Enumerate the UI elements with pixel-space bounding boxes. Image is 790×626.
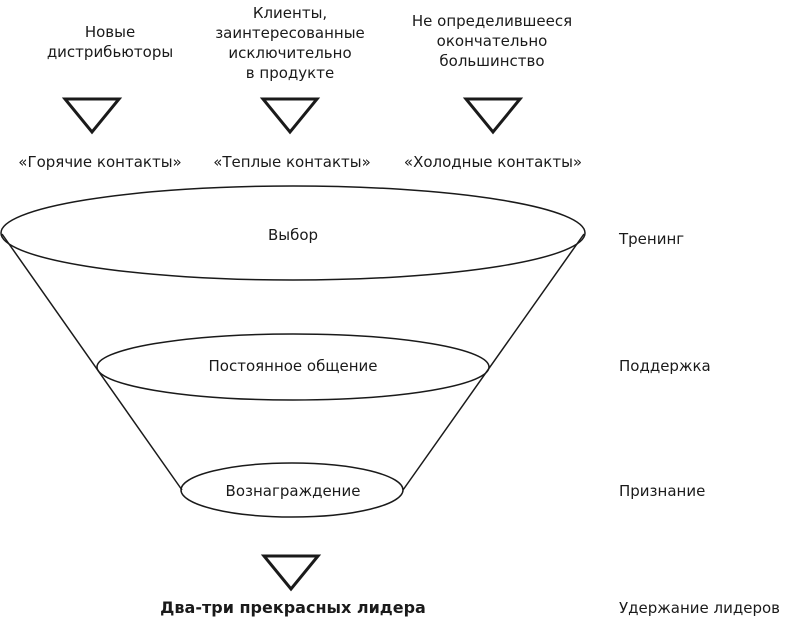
result-arrow (260, 554, 322, 592)
funnel-right-edge (402, 233, 585, 491)
funnel-level-reward: Вознаграждение (225, 482, 361, 500)
funnel-top-ellipse (0, 185, 586, 281)
contact-label-warm: «Теплые контакты» (213, 153, 371, 171)
source-arrow-1 (61, 97, 123, 135)
funnel-bottom-ellipse (180, 462, 404, 518)
contact-label-cold: «Холодные контакты» (403, 153, 583, 171)
source-label-product-clients: Клиенты, заинтересованные исключительно … (215, 4, 365, 82)
funnel-level-selection: Выбор (267, 226, 319, 244)
side-label-support: Поддержка (619, 357, 711, 375)
side-label-recognition: Признание (619, 482, 706, 500)
result-label-leaders: Два-три прекрасных лидера (160, 598, 426, 617)
funnel-middle-ellipse (96, 333, 490, 401)
funnel-left-edge (1, 233, 183, 491)
source-arrow-2 (259, 97, 321, 135)
side-label-training: Тренинг (619, 230, 685, 248)
source-label-new-distributors: Новые дистрибьюторы (46, 23, 174, 61)
source-label-undecided-majority: Не определившееся окончательно большинст… (411, 12, 573, 70)
contact-label-hot: «Горячие контакты» (18, 153, 182, 171)
source-arrow-3 (462, 97, 524, 135)
funnel-level-communication: Постоянное общение (208, 357, 378, 375)
side-label-leader-retention: Удержание лидеров (619, 599, 780, 617)
